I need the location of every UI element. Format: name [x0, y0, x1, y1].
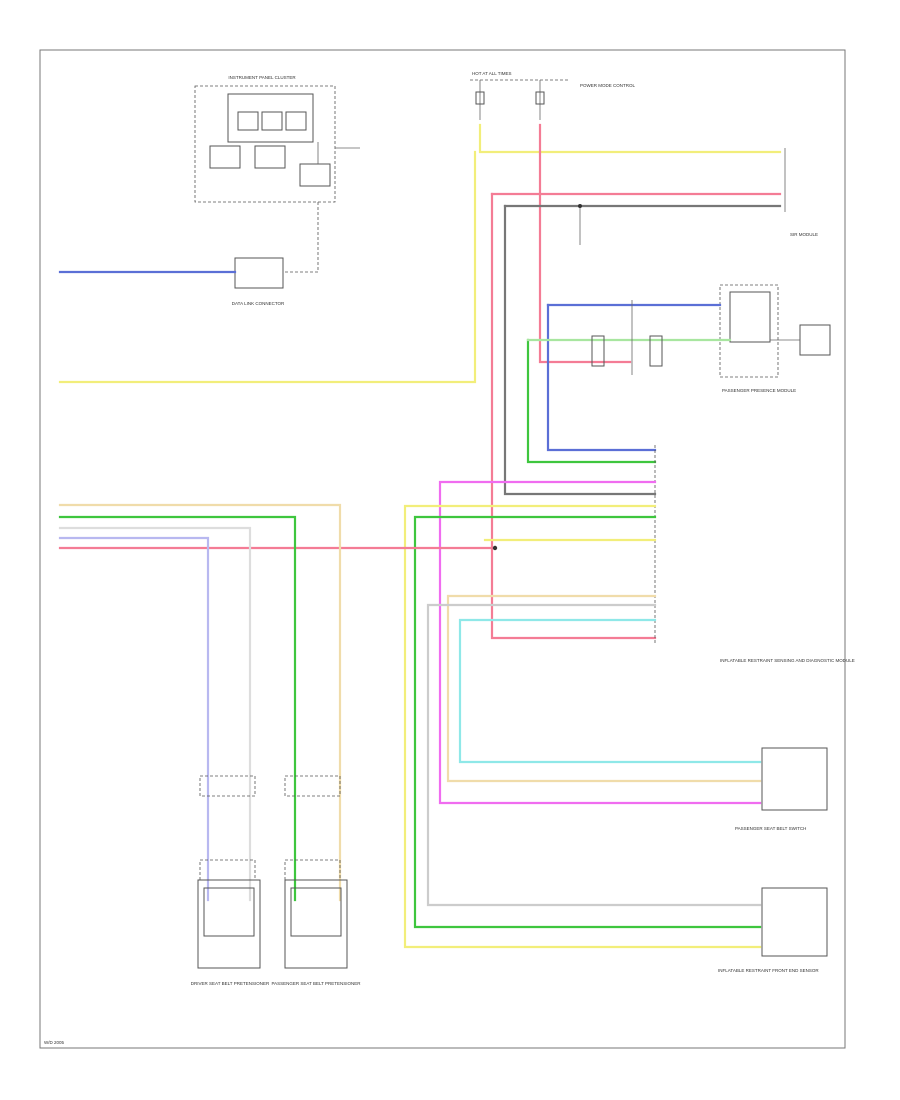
- diagram-frame: [39, 49, 846, 1049]
- passenger-presence-module: PASSENGER PRESENCE MODULE: [719, 284, 831, 393]
- ppm-outline: [719, 284, 779, 378]
- ppm-inner: [729, 291, 771, 343]
- sdm-label: INFLATABLE RESTRAINT SENSING AND DIAGNOS…: [720, 658, 855, 663]
- power-mode-label: POWER MODE CONTROL: [580, 83, 635, 88]
- ipc-module-1: [209, 145, 241, 169]
- data-link-box: [234, 257, 284, 289]
- ppm-connector-b: [649, 335, 663, 367]
- passenger-buckle-switch: PASSENGER SEAT BELT SWITCH: [735, 747, 828, 831]
- green-wire-ppm: [526, 338, 657, 464]
- instrument-panel-cluster: INSTRUMENT PANEL CLUSTER: [194, 75, 360, 203]
- ipc-lamp-1: [237, 111, 259, 131]
- pink-splice: [492, 545, 498, 551]
- ipc-lamp-2: [261, 111, 283, 131]
- driver-pretensioner-inner: [203, 887, 255, 937]
- driver-pretensioner: DRIVER SEAT BELT PRETENSIONER: [191, 879, 270, 986]
- front-sensor-body: [761, 887, 828, 957]
- ipc-outline: [194, 85, 336, 203]
- passenger-pretensioner-body: [284, 879, 348, 969]
- green-wire-pressure: [413, 515, 762, 929]
- gray-wire-ground-down: [503, 204, 657, 496]
- splice-dot: [578, 204, 582, 208]
- footer-text: W/D 2005: [44, 1040, 65, 1045]
- data-link-connector: DATA LINK CONNECTOR: [232, 257, 285, 306]
- ipc-module-2: [254, 145, 286, 169]
- hot-at-all-times-label: HOT AT ALL TIMES: [472, 71, 512, 76]
- green-wire-left: [58, 515, 297, 902]
- passenger-pretensioner-inner: [290, 887, 342, 937]
- fuse-1-body: [475, 91, 485, 105]
- ipc-title: INSTRUMENT PANEL CLUSTER: [228, 75, 296, 80]
- gray-wire-left: [58, 526, 252, 902]
- pink-wire-b: [538, 123, 632, 364]
- pretensioner-rh-connector-1: [284, 775, 341, 797]
- yellow-wire-ign: [478, 123, 782, 154]
- lightgray-wire: [426, 603, 762, 907]
- buckle-switch-body: [761, 747, 828, 811]
- ppm-external: [799, 324, 831, 356]
- driver-pretensioner-label: DRIVER SEAT BELT PRETENSIONER: [191, 981, 270, 986]
- tan-wire: [446, 594, 762, 783]
- pretensioner-rh-connector-2: [284, 859, 341, 881]
- ppm-connector-a: [591, 335, 605, 367]
- fuse-2-body: [535, 91, 545, 105]
- blue-wire-left: [58, 536, 210, 902]
- ipc-lamp-3: [285, 111, 307, 131]
- cyan-wire: [458, 618, 762, 764]
- pretensioner-lh-connector-1: [199, 775, 256, 797]
- magenta-wire: [438, 480, 762, 805]
- buckle-switch-label: PASSENGER SEAT BELT SWITCH: [735, 826, 806, 831]
- driver-pretensioner-body: [197, 879, 261, 969]
- side-module-label: SIR MODULE: [790, 232, 818, 237]
- ipc-inner-box: [227, 93, 314, 143]
- pink-wire-vert: [490, 192, 657, 640]
- blue-wire-ppm: [546, 303, 657, 452]
- front-end-sensor: INFLATABLE RESTRAINT FRONT END SENSOR: [718, 887, 828, 973]
- front-sensor-label: INFLATABLE RESTRAINT FRONT END SENSOR: [718, 968, 819, 973]
- tan-wire-left: [58, 503, 342, 902]
- ipc-module-3: [299, 163, 331, 187]
- data-link-label: DATA LINK CONNECTOR: [232, 301, 285, 306]
- yellow-wire-tension: [403, 504, 762, 949]
- side-impact-module: SIR MODULE: [784, 148, 818, 237]
- passenger-pretensioner: PASSENGER SEAT BELT PRETENSIONER: [271, 879, 361, 986]
- fuse-block: HOT AT ALL TIMES POWER MODE CONTROL: [470, 71, 635, 120]
- ppm-label: PASSENGER PRESENCE MODULE: [722, 388, 796, 393]
- passenger-pretensioner-label: PASSENGER SEAT BELT PRETENSIONER: [271, 981, 361, 986]
- yellow-wire-ign-left: [58, 150, 477, 384]
